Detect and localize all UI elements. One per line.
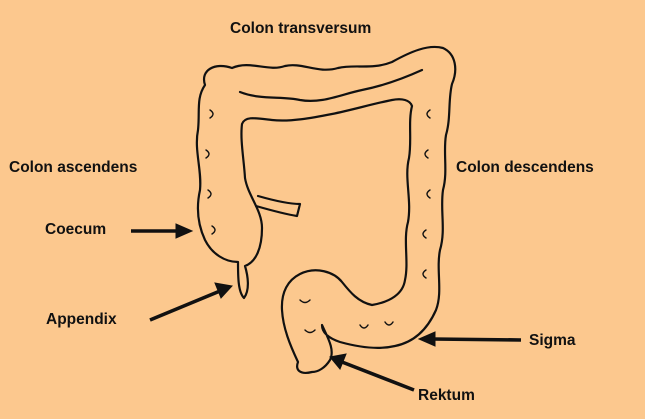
label-colon-transversum: Colon transversum: [230, 20, 371, 38]
label-sigma: Sigma: [529, 332, 576, 350]
label-colon-descendens: Colon descendens: [456, 159, 594, 177]
sigma-arrow-head: [419, 332, 435, 346]
label-colon-ascendens: Colon ascendens: [9, 159, 137, 177]
appendix-arrow-line: [150, 291, 220, 320]
label-rektum: Rektum: [418, 387, 475, 405]
colon-outer-outline: [197, 47, 455, 373]
label-coecum: Coecum: [45, 221, 106, 239]
sigma-arrow-line: [432, 339, 521, 340]
transverse-inner-line: [240, 70, 422, 101]
rektum-arrow-line: [342, 362, 414, 390]
ileum-stub: [256, 196, 300, 216]
appendix-arrow-head: [215, 283, 232, 298]
haustra-texture: [206, 110, 430, 333]
label-appendix: Appendix: [46, 311, 117, 329]
coecum-arrow-head: [176, 224, 192, 238]
